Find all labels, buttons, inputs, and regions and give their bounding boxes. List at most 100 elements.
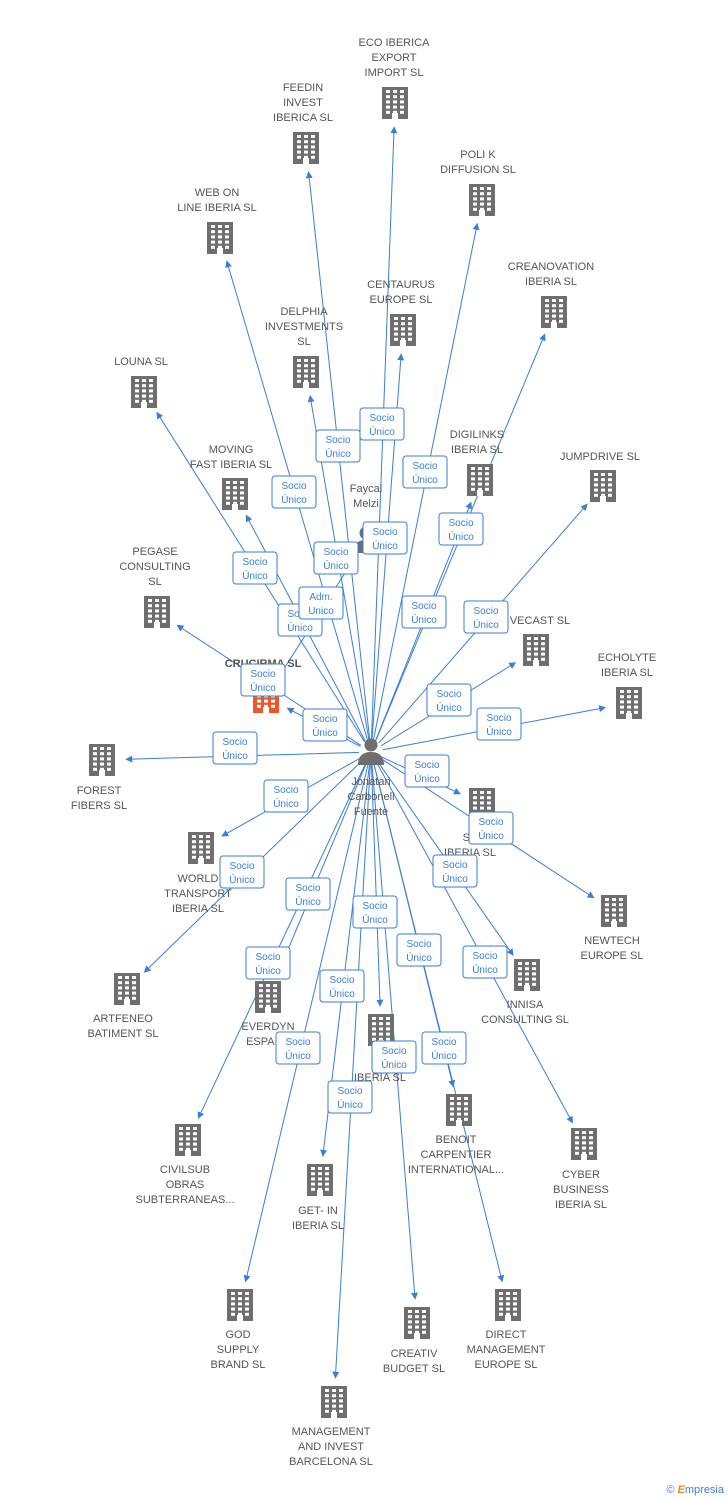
- svg-text:Único: Único: [414, 772, 440, 785]
- svg-text:Único: Único: [323, 559, 349, 572]
- svg-text:Único: Único: [242, 569, 268, 582]
- building-icon: [114, 973, 140, 1005]
- svg-text:Socio: Socio: [323, 547, 348, 558]
- building-icon: [390, 314, 416, 346]
- building-icon: [293, 132, 319, 164]
- building-icon: [188, 832, 214, 864]
- building-icon: [382, 87, 408, 119]
- svg-text:Socio: Socio: [372, 527, 397, 538]
- svg-text:Único: Único: [312, 726, 338, 739]
- svg-text:Único: Único: [442, 872, 468, 885]
- building-icon: [469, 184, 495, 216]
- building-icon: [571, 1128, 597, 1160]
- building-icon: [601, 895, 627, 927]
- building-icon: [446, 1094, 472, 1126]
- svg-text:Único: Único: [411, 613, 437, 626]
- building-icon: [144, 596, 170, 628]
- edge-center-management: [332, 763, 371, 1379]
- svg-text:Adm.: Adm.: [309, 592, 332, 603]
- svg-text:Socio: Socio: [222, 737, 247, 748]
- svg-text:Único: Único: [295, 895, 321, 908]
- svg-text:Único: Único: [431, 1049, 457, 1062]
- svg-text:Socio: Socio: [411, 601, 436, 612]
- svg-text:Socio: Socio: [478, 817, 503, 828]
- svg-text:Único: Único: [448, 530, 474, 543]
- brand-initial: E: [677, 1484, 685, 1496]
- svg-text:Único: Único: [372, 539, 398, 552]
- svg-text:Único: Único: [478, 829, 504, 842]
- svg-text:Único: Único: [362, 913, 388, 926]
- svg-text:Socio: Socio: [312, 714, 337, 725]
- svg-text:Único: Único: [369, 425, 395, 438]
- svg-text:Único: Único: [337, 1098, 363, 1111]
- svg-text:Único: Único: [436, 701, 462, 714]
- building-icon: [541, 296, 567, 328]
- building-icon: [89, 744, 115, 776]
- brand-watermark: © Empresia: [666, 1484, 724, 1496]
- building-icon: [467, 464, 493, 496]
- svg-text:Único: Único: [255, 964, 281, 977]
- building-icon: [514, 959, 540, 991]
- building-icon: [293, 356, 319, 388]
- svg-text:Único: Único: [273, 797, 299, 810]
- svg-text:Socio: Socio: [436, 689, 461, 700]
- building-icon: [404, 1307, 430, 1339]
- company-label-louna: LOUNA SL: [114, 356, 168, 368]
- svg-text:Socio: Socio: [337, 1086, 362, 1097]
- svg-text:Socio: Socio: [329, 975, 354, 986]
- svg-text:Unico: Unico: [308, 606, 334, 617]
- building-icon: [321, 1386, 347, 1418]
- svg-text:Socio: Socio: [325, 435, 350, 446]
- building-icon: [131, 376, 157, 408]
- building-icon: [207, 222, 233, 254]
- svg-text:Único: Único: [412, 473, 438, 486]
- svg-text:Socio: Socio: [448, 518, 473, 529]
- svg-text:Socio: Socio: [369, 413, 394, 424]
- svg-text:Socio: Socio: [281, 481, 306, 492]
- edge-center-direct: [373, 763, 505, 1283]
- svg-text:Socio: Socio: [486, 713, 511, 724]
- company-label-jumpdrive: JUMPDRIVE SL: [560, 451, 640, 463]
- building-icon: [495, 1289, 521, 1321]
- svg-text:Socio: Socio: [285, 1037, 310, 1048]
- svg-text:Único: Único: [281, 493, 307, 506]
- building-icon: [255, 981, 281, 1013]
- svg-text:Socio: Socio: [472, 951, 497, 962]
- relation-badge: Adm. Unico: [298, 586, 344, 620]
- svg-text:Socio: Socio: [431, 1037, 456, 1048]
- svg-text:Socio: Socio: [250, 669, 275, 680]
- edge-center-ad: [370, 763, 384, 1007]
